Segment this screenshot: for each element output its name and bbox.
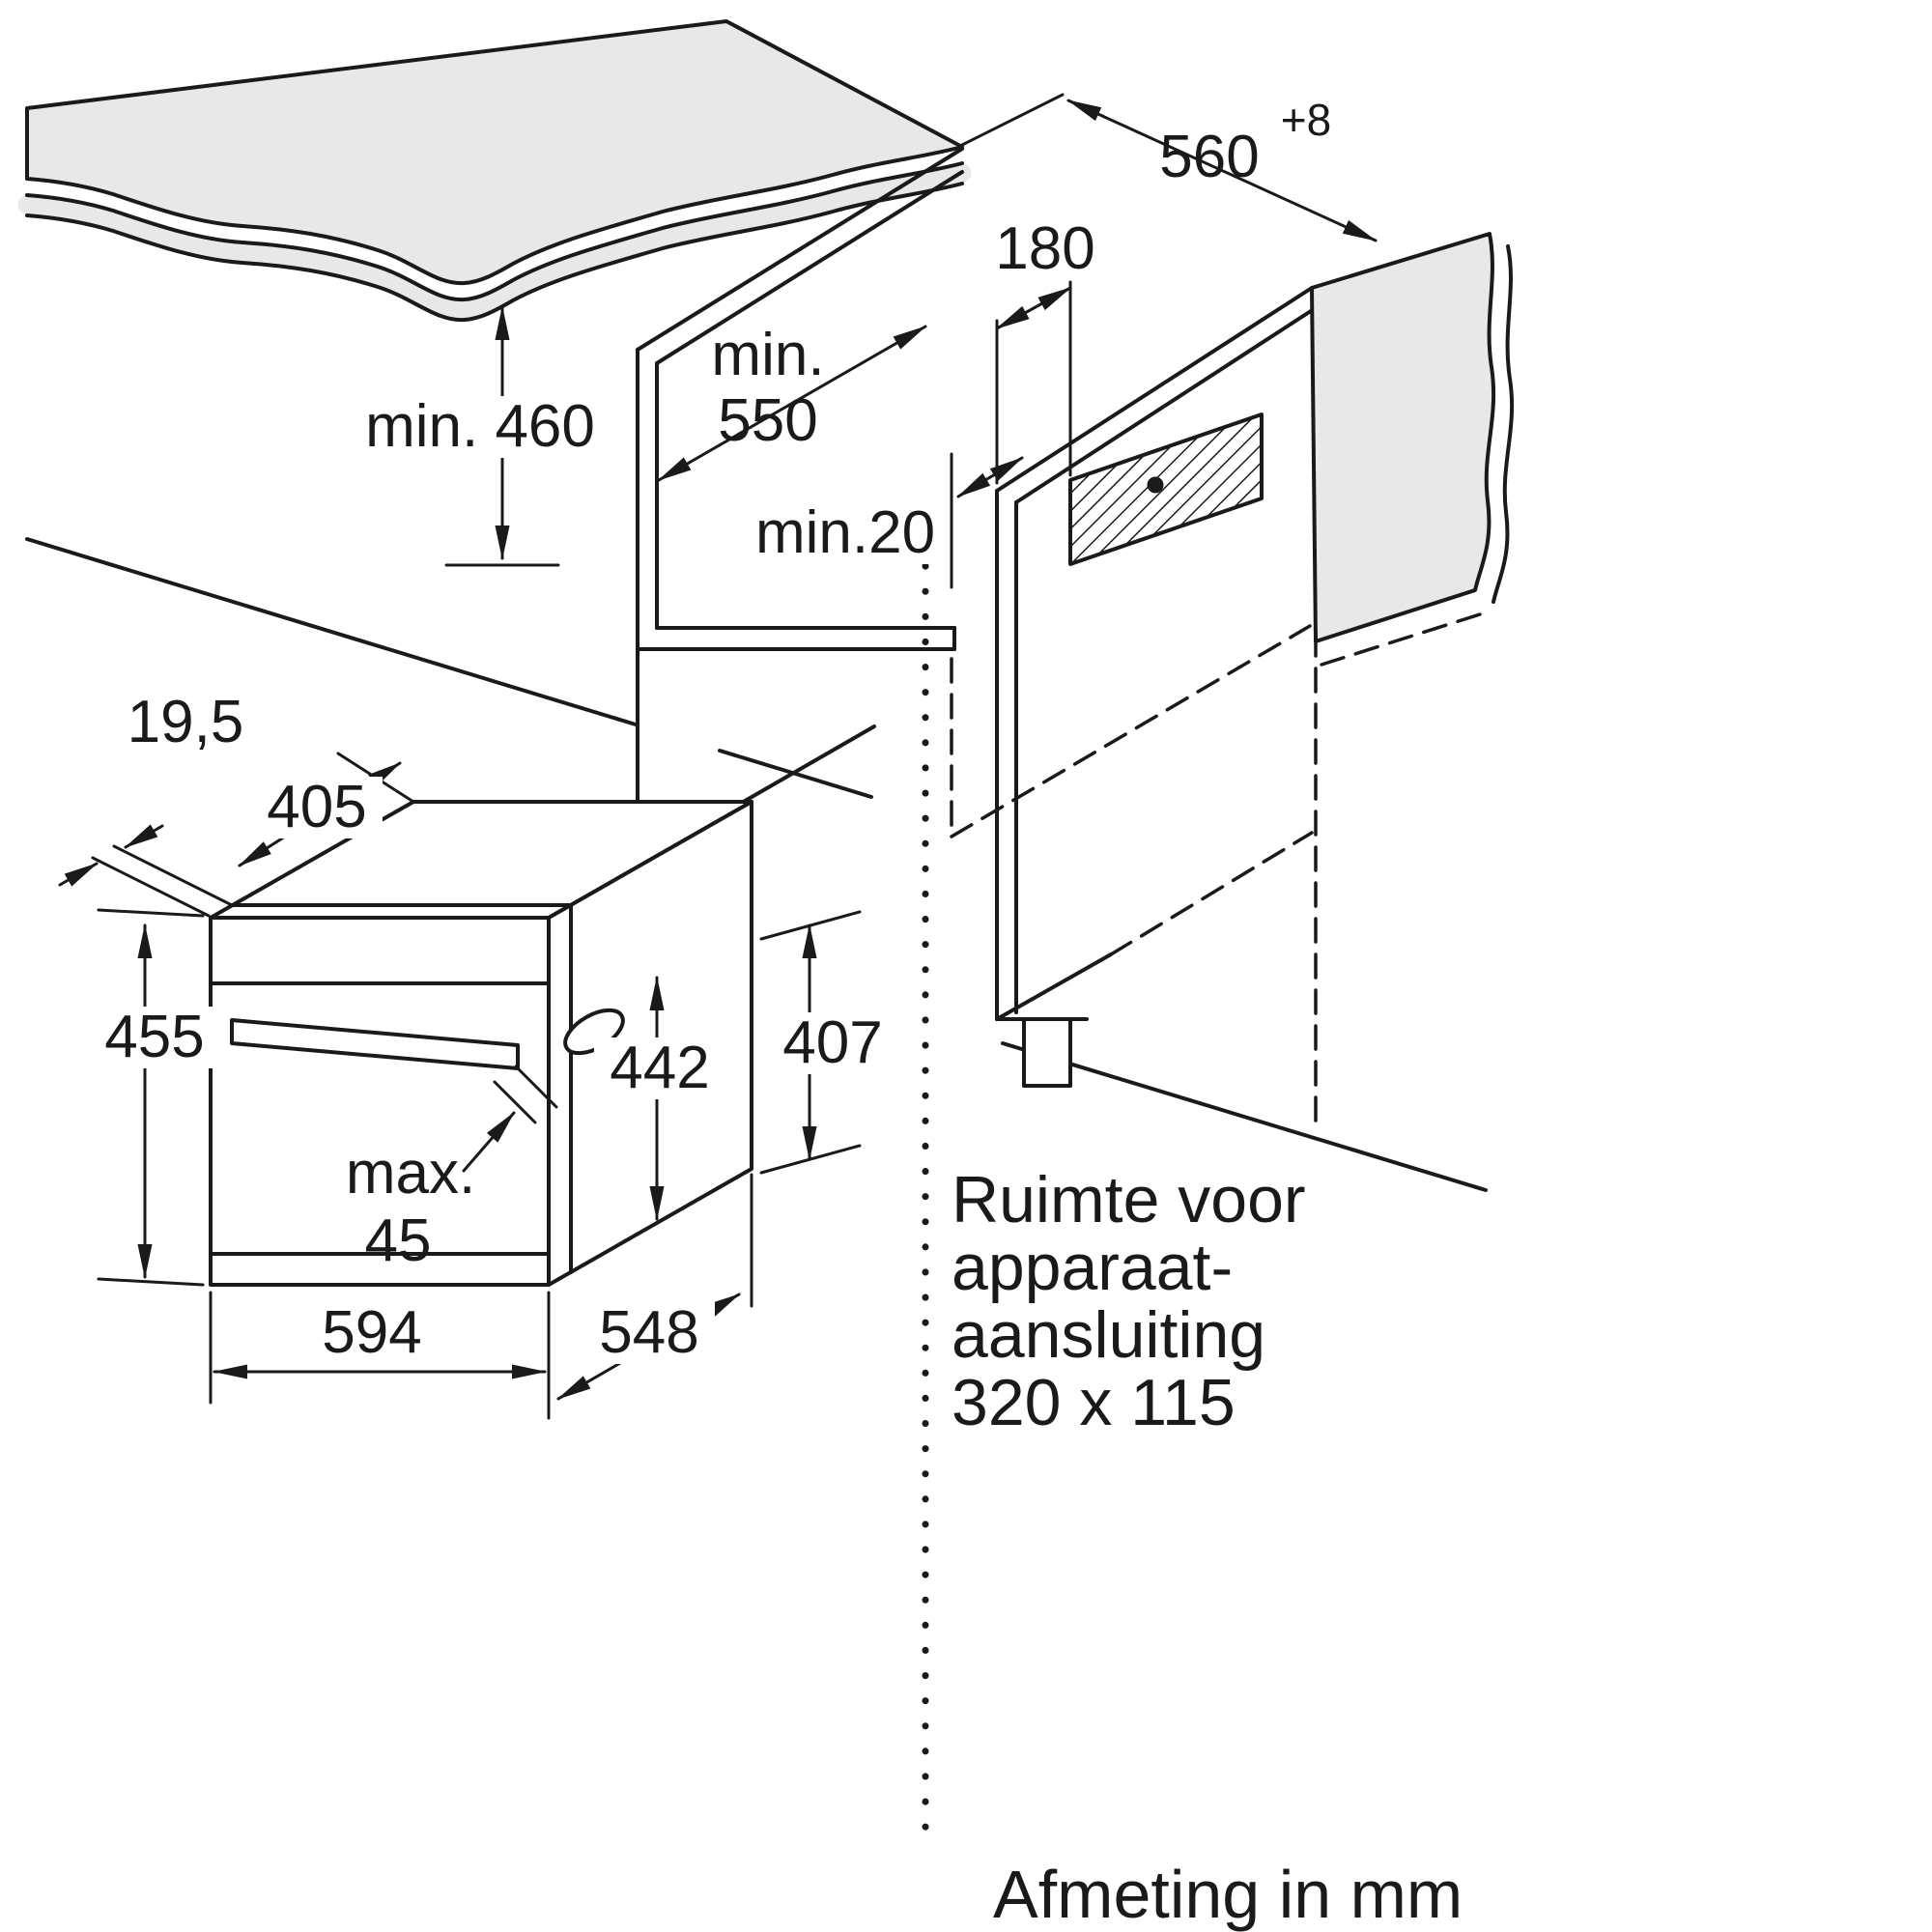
- label-mask: [251, 777, 383, 838]
- dim-label-min460: min. 460: [365, 393, 595, 460]
- label-mask: [767, 1012, 898, 1074]
- label-mask: [594, 1037, 725, 1099]
- labels: 560 +8 180 min. 550 min. 460 min.20 19,5…: [89, 95, 1463, 1932]
- countertop-break-line-lower: [25, 182, 964, 323]
- countertop: [17, 19, 972, 323]
- extension-line: [514, 1065, 558, 1109]
- right-cabinet: [995, 286, 1316, 1088]
- dim-label-560-tolerance: +8: [1281, 95, 1331, 145]
- dim-label-594: 594: [322, 1299, 421, 1366]
- dim-label-max: max.: [346, 1140, 475, 1207]
- hidden-edge: [1320, 612, 1482, 667]
- dim-arrow-min20: [956, 456, 1024, 498]
- niche-top-edge: [636, 147, 964, 352]
- dim-label-442: 442: [610, 1035, 709, 1101]
- wall-break-line: [1492, 244, 1515, 604]
- extension-line: [112, 844, 232, 906]
- extension-line: [960, 93, 1065, 147]
- dim-label-45: 45: [365, 1208, 432, 1274]
- dim-label-455: 455: [104, 1004, 204, 1070]
- extension-line: [493, 1080, 537, 1124]
- note-line-3: aansluiting: [952, 1298, 1265, 1372]
- note-line-4: 320 x 115: [952, 1366, 1236, 1439]
- dim-label-548: 548: [599, 1299, 698, 1366]
- dim-label-560: 560: [1159, 124, 1259, 190]
- label-mask: [340, 396, 622, 458]
- countertop-break-line-upper: [25, 161, 964, 302]
- cabinet-foot: [1022, 1017, 1072, 1088]
- extension-line: [97, 908, 205, 918]
- cabinet-top-inner-edge: [1014, 307, 1316, 504]
- hidden-edge: [950, 624, 1312, 838]
- structure: [17, 19, 1515, 1287]
- wall-panel-surface: [1310, 232, 1496, 643]
- dim-arrow-560: [1066, 99, 1378, 242]
- note-line-1: Ruimte voor: [952, 1163, 1306, 1236]
- floor-line: [25, 537, 638, 726]
- extension-line: [91, 856, 211, 918]
- dim-label-min20: min.20: [755, 499, 935, 566]
- dim-arrow-195: [58, 862, 99, 887]
- dim-label-min550-prefix: min.: [711, 322, 824, 388]
- connection-point-dot: [1147, 476, 1164, 494]
- label-mask: [89, 1007, 220, 1068]
- countertop-slab-fill: [17, 163, 972, 319]
- dim-arrow-max45: [462, 1111, 516, 1173]
- label-mask: [583, 1302, 715, 1364]
- wall-panel: [1310, 232, 1515, 643]
- oven-front-face: [209, 916, 551, 1287]
- dimension-arrows: [58, 99, 1378, 1401]
- cabinet-bottom-side-edge: [995, 952, 1113, 1021]
- dim-arrow-195: [124, 824, 164, 849]
- dim-arrow-180: [995, 286, 1072, 330]
- floor-line: [1001, 1041, 1488, 1192]
- countertop-surface: [25, 19, 964, 286]
- connection-area-hatch: [1068, 412, 1264, 566]
- dim-label-407: 407: [782, 1009, 882, 1076]
- dim-label-405: 405: [267, 774, 366, 840]
- units-note: Afmeting in mm: [993, 1857, 1463, 1932]
- dim-label-min550-value: 550: [718, 387, 817, 454]
- dim-label-19-5: 19,5: [128, 689, 244, 755]
- dim-label-180: 180: [995, 215, 1094, 282]
- hidden-edge: [1109, 831, 1314, 956]
- hidden-lines: [950, 612, 1482, 1134]
- dim-arrow-min550: [657, 325, 927, 482]
- label-mask: [750, 502, 943, 564]
- cabinet-top-edge: [995, 286, 1314, 493]
- connection-area: [1068, 412, 1264, 566]
- label-mask: [306, 1302, 438, 1364]
- note-line-2: apparaat-: [952, 1231, 1233, 1304]
- extension-line: [97, 1277, 205, 1287]
